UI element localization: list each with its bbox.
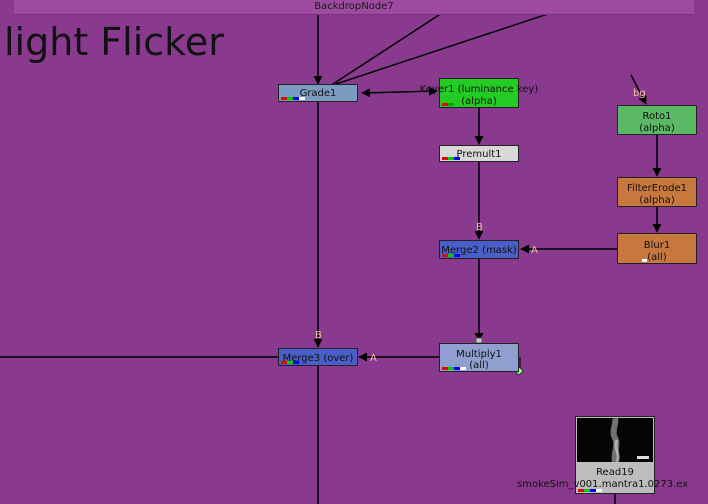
node-label: FilterErode1 bbox=[627, 183, 687, 194]
node-sublabel: (alpha) bbox=[639, 123, 675, 134]
node-merge3[interactable]: Merge3 (over) bbox=[278, 348, 358, 366]
channel-alpha-chip bbox=[596, 489, 602, 492]
channel-red-chip bbox=[442, 103, 448, 106]
node-sublabel: (all) bbox=[647, 252, 667, 263]
node-label: Read19 bbox=[596, 467, 634, 478]
channel-blue-chip bbox=[590, 489, 596, 492]
channel-green-chip bbox=[584, 489, 590, 492]
pin-label-b-merge3: B bbox=[315, 330, 322, 341]
channel-alpha-chip bbox=[299, 97, 305, 100]
channel-alpha-chip bbox=[642, 259, 647, 262]
node-multiply1[interactable]: Multiply1 (all) bbox=[439, 343, 519, 372]
node-roto1[interactable]: Roto1 (alpha) bbox=[617, 105, 697, 135]
pin-label-bg-roto1: bg bbox=[633, 88, 646, 99]
channel-alpha-chip bbox=[460, 367, 466, 370]
channel-blue-chip bbox=[293, 361, 299, 364]
node-sublabel: (alpha) bbox=[461, 96, 497, 107]
pin-label-b-merge2: B bbox=[476, 222, 483, 233]
channel-green-chip bbox=[287, 97, 293, 100]
backdrop-header[interactable]: BackdropNode7 bbox=[14, 0, 694, 15]
node-label: Merge2 (mask) bbox=[441, 245, 517, 256]
channel-blue-chip bbox=[454, 157, 460, 160]
smoke-thumbnail-image bbox=[610, 418, 649, 462]
backdrop-heading: light Flicker bbox=[4, 20, 224, 64]
node-blur1[interactable]: Blur1 (all) bbox=[617, 233, 697, 264]
node-grade1[interactable]: Grade1 bbox=[278, 84, 358, 102]
node-label: Keyer1 (luminance key) bbox=[419, 84, 539, 95]
backdrop-title: BackdropNode7 bbox=[314, 1, 394, 12]
channel-green-chip bbox=[448, 367, 454, 370]
node-sublabel: (alpha) bbox=[639, 195, 675, 206]
node-sublabel: (all) bbox=[469, 360, 489, 371]
node-merge2[interactable]: Merge2 (mask) bbox=[439, 240, 519, 259]
channel-green-chip bbox=[448, 254, 454, 257]
channel-red-chip bbox=[578, 489, 584, 492]
node-label: Roto1 bbox=[642, 111, 672, 122]
node-premult1[interactable]: Premult1 bbox=[439, 145, 519, 162]
node-label: Multiply1 bbox=[456, 349, 502, 360]
node-label: Blur1 bbox=[643, 240, 671, 251]
channel-red-chip bbox=[281, 97, 287, 100]
channel-green-chip bbox=[448, 157, 454, 160]
edge-grade1-keyer1 bbox=[361, 86, 438, 98]
read19-filename: smokeSim_v001.mantra1.0273.ex bbox=[517, 479, 689, 490]
pin-label-a-merge2: A bbox=[531, 245, 538, 256]
channel-red-chip bbox=[442, 367, 448, 370]
node-label: Grade1 bbox=[299, 88, 337, 99]
node-label: Premult1 bbox=[456, 149, 502, 160]
read19-thumbnail bbox=[577, 418, 653, 462]
node-filtererode1[interactable]: FilterErode1 (alpha) bbox=[617, 177, 697, 207]
channel-red-chip bbox=[442, 254, 448, 257]
node-read19[interactable]: Read19 bbox=[575, 416, 655, 494]
node-keyer1[interactable]: Keyer1 (luminance key) (alpha) bbox=[420, 78, 538, 108]
channel-blue-chip bbox=[454, 254, 460, 257]
channel-red-chip bbox=[281, 361, 287, 364]
channel-green-chip bbox=[448, 103, 454, 106]
channel-blue-chip bbox=[454, 367, 460, 370]
node-label: Merge3 (over) bbox=[282, 353, 354, 364]
edge-bg-roto1 bbox=[630, 74, 647, 105]
pin-label-a-merge3: A bbox=[370, 353, 377, 364]
channel-green-chip bbox=[287, 361, 293, 364]
channel-blue-chip bbox=[293, 97, 299, 100]
channel-red-chip bbox=[442, 157, 448, 160]
